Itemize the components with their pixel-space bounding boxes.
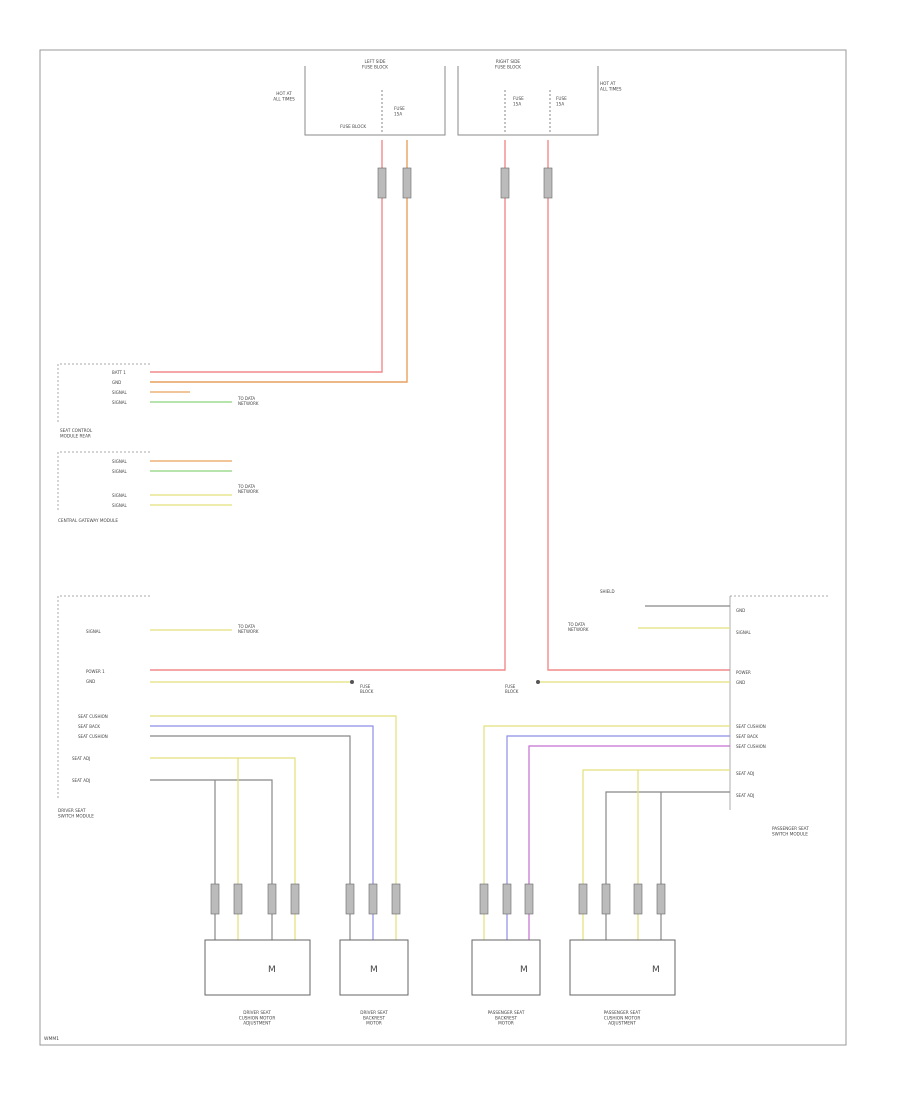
rear-module-pin-4: SIGNAL — [112, 400, 128, 405]
passenger-module-pin-7: SEAT CUSHION — [736, 744, 766, 749]
inline-connectors-top — [377, 167, 553, 199]
svg-text:M: M — [370, 965, 378, 975]
driver-module-pin-2: POWER 1 — [86, 669, 105, 674]
inline-connectors-bottom — [210, 883, 666, 915]
rear-module-pin-2: GND — [112, 380, 121, 385]
passenger-module-pin-3: POWER — [736, 670, 751, 675]
driver-module-pin-6: SEAT CUSHION — [78, 734, 108, 739]
passenger-module-top-note: SHIELD — [600, 589, 615, 594]
passenger-module-pin-6: SEAT BACK — [736, 734, 758, 739]
central-module-pin-4: SIGNAL — [112, 503, 128, 508]
driver-module-pin-4: SEAT CUSHION — [78, 714, 108, 719]
rear-module-pin-1: BATT 1 — [112, 370, 126, 375]
driver-module-pin-7: SEAT ADJ — [72, 756, 90, 761]
driver-module-pin-1: SIGNAL — [86, 629, 102, 634]
fuse-box-left-bottom-note: FUSE BLOCK — [340, 124, 366, 129]
central-module-pin-1: SIGNAL — [112, 459, 128, 464]
central-module-name: CENTRAL GATEWAY MODULE — [58, 518, 118, 523]
passenger-module-pin-9: SEAT ADJ — [736, 793, 754, 798]
svg-text:M: M — [652, 965, 660, 975]
svg-text:M: M — [520, 965, 528, 975]
driver-motor-wires — [150, 715, 397, 940]
driver-module-pin-3: GND — [86, 679, 95, 684]
passenger-module-pin-1: GND — [736, 608, 745, 613]
central-gateway-module: CENTRAL GATEWAY MODULE SIGNAL SIGNAL SIG… — [57, 451, 259, 523]
power-feed-wires — [150, 140, 730, 671]
rear-module-pin-3: SIGNAL — [112, 390, 128, 395]
driver-module-pin-5: SEAT BACK — [78, 724, 100, 729]
svg-text:M: M — [268, 965, 276, 975]
diagram-frame — [39, 49, 847, 1046]
passenger-module-pin-4: GND — [736, 680, 745, 685]
central-module-pin-3: SIGNAL — [112, 493, 128, 498]
passenger-module-pin-8: SEAT ADJ — [736, 771, 754, 776]
driver-module-pin-8: SEAT ADJ — [72, 778, 90, 783]
passenger-module-pin-5: SEAT CUSHION — [736, 724, 766, 729]
footer-code: WMM1 — [44, 1036, 59, 1042]
passenger-module-pin-2: SIGNAL — [736, 630, 752, 635]
central-module-pin-2: SIGNAL — [112, 469, 128, 474]
